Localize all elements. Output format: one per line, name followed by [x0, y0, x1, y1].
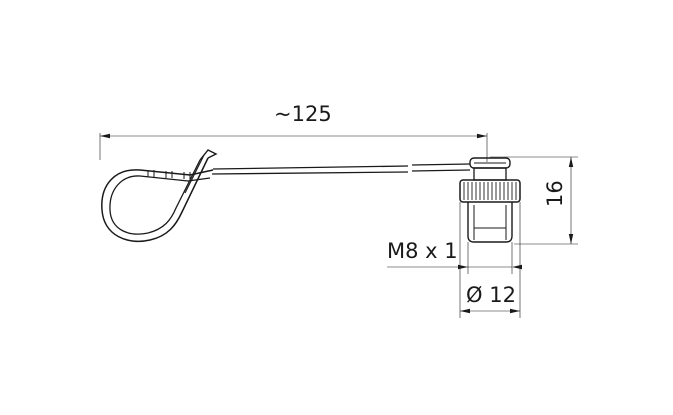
strap-band — [211, 163, 471, 175]
diameter-label: Ø 12 — [466, 283, 516, 307]
knurling — [463, 182, 517, 200]
length-label: ~125 — [274, 102, 332, 126]
thread-label: M8 x 1 — [387, 239, 458, 263]
diameter-dimension: Ø 12 — [459, 202, 521, 318]
strap-loop — [101, 149, 218, 242]
thread-dimension: M8 x 1 — [387, 239, 522, 274]
height-label: 16 — [543, 180, 567, 207]
length-dimension: ~125 — [99, 102, 488, 162]
height-dimension: 16 — [490, 156, 578, 245]
cap-body — [459, 157, 521, 243]
